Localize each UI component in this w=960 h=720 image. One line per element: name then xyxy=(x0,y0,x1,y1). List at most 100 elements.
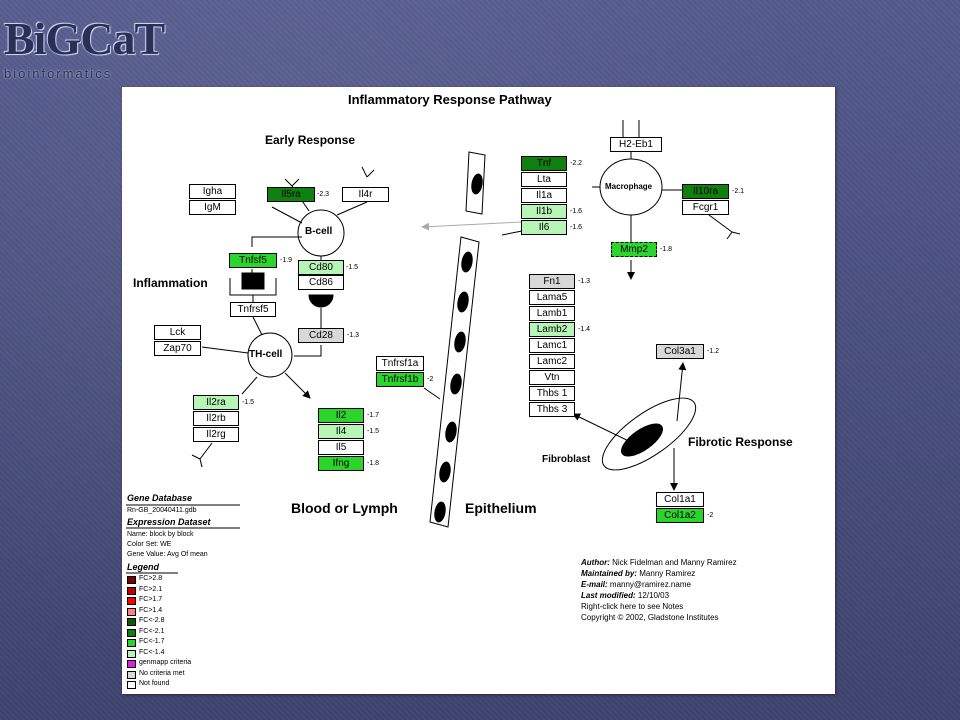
legend-swatch xyxy=(127,618,136,626)
legend-label: FC>2.1 xyxy=(139,585,163,593)
gene-il2ra[interactable]: Il2ra xyxy=(193,395,239,410)
gene-thbs1[interactable]: Thbs 1 xyxy=(529,386,575,401)
legend-label: Not found xyxy=(139,680,170,687)
legend-swatch xyxy=(127,586,136,595)
gene-zap70[interactable]: Zap70 xyxy=(154,341,201,356)
gene-value: Gene Value: Avg Of mean xyxy=(127,551,208,558)
legend-swatch xyxy=(127,628,136,637)
gene-h2eb1[interactable]: H2-Eb1 xyxy=(610,137,662,152)
gene-fn1[interactable]: Fn1 xyxy=(529,274,575,289)
legend-swatch xyxy=(127,681,136,689)
gene-mmp2[interactable]: Mmp2 xyxy=(611,242,657,257)
gene-col1a2[interactable]: Col1a2 xyxy=(656,508,704,523)
gene-tnf[interactable]: Tnf xyxy=(521,156,567,171)
email-label: E-mail: xyxy=(581,580,608,589)
gene-il1a[interactable]: Il1a xyxy=(521,188,567,203)
gene-lama5[interactable]: Lama5 xyxy=(529,290,575,305)
gene-lamc1[interactable]: Lamc1 xyxy=(529,338,575,353)
legend-label: FC<-2.8 xyxy=(139,617,165,624)
gene-db-value: Rn-GB_20040411.gdb xyxy=(127,507,197,514)
gene-thbs3[interactable]: Thbs 3 xyxy=(529,402,575,417)
gene-il1b[interactable]: Il1b xyxy=(521,204,567,219)
gene-cd80[interactable]: Cd80 xyxy=(298,260,344,275)
gene-lta[interactable]: Lta xyxy=(521,172,567,187)
gene-il6[interactable]: Il6 xyxy=(521,220,567,235)
gene-il4[interactable]: Il4 xyxy=(318,424,364,439)
gene-tnfrsf5[interactable]: Tnfrsf5 xyxy=(230,302,276,317)
modified-label: Last modified: xyxy=(581,591,636,600)
logo-subtitle: bioinformatics xyxy=(4,66,113,81)
modified-line: Last modified: 12/10/03 xyxy=(581,590,669,601)
gene-cd28[interactable]: Cd28 xyxy=(298,328,344,343)
pathway-panel: Inflammatory Response Pathway Early Resp… xyxy=(122,87,835,694)
gene-il2[interactable]: Il2 xyxy=(318,408,364,423)
email-value: manny@ramirez.name xyxy=(609,580,691,589)
gene-lamb2[interactable]: Lamb2 xyxy=(529,322,575,337)
gene-il5[interactable]: Il5 xyxy=(318,440,364,455)
gene-il10ra[interactable]: Il10ra xyxy=(682,184,729,199)
gene-vtn[interactable]: Vtn xyxy=(529,370,575,385)
value-col3a1: -1.2 xyxy=(707,348,720,355)
legend-swatch xyxy=(127,660,136,668)
legend-label: FC>1.4 xyxy=(139,606,163,614)
gene-tnfsf5[interactable]: Tnfsf5 xyxy=(229,253,277,268)
gene-ifng[interactable]: Ifng xyxy=(318,456,364,471)
value-il1b: -1.6 xyxy=(570,208,583,215)
bigcat-logo: BiGCaT bioinformatics xyxy=(0,0,165,82)
value-il5ra: -2.3 xyxy=(317,191,330,198)
gene-igm[interactable]: IgM xyxy=(189,200,236,215)
fibrotic-response-label: Fibrotic Response xyxy=(688,435,793,449)
author-label: Author: xyxy=(581,558,610,567)
gene-col3a1[interactable]: Col3a1 xyxy=(656,344,704,359)
gene-tnfrsf1a[interactable]: Tnfrsf1a xyxy=(376,356,424,371)
th-cell-shape xyxy=(247,332,293,378)
legend-swatch xyxy=(127,639,136,647)
legend-swatch xyxy=(127,576,136,584)
gene-igha[interactable]: Igha xyxy=(189,184,236,199)
legend-label: FC<-2.1 xyxy=(139,627,165,635)
gene-lck[interactable]: Lck xyxy=(154,325,201,340)
b-cell-label: B-cell xyxy=(305,226,333,237)
macrophage-label: Macrophage xyxy=(605,182,653,191)
gene-cd86[interactable]: Cd86 xyxy=(298,275,344,290)
modified-value: 12/10/03 xyxy=(637,591,670,600)
gene-col1a1[interactable]: Col1a1 xyxy=(656,492,704,507)
expression-name: Name: block by block xyxy=(127,531,194,538)
notes-link[interactable]: Right-click here to see Notes xyxy=(581,602,684,611)
legend-label: genmapp criteria xyxy=(139,659,192,666)
value-cd28: -1.3 xyxy=(347,332,360,339)
legend-swatch xyxy=(127,607,136,616)
gene-lamb1[interactable]: Lamb1 xyxy=(529,306,575,321)
fibroblast-nucleus xyxy=(621,423,663,457)
legend-swatch xyxy=(127,597,136,605)
color-set: Color Set: WE xyxy=(127,541,172,548)
email-line: E-mail: manny@ramirez.name xyxy=(581,579,691,590)
value-fn1: -1.3 xyxy=(578,278,591,285)
value-ifng: -1.8 xyxy=(367,460,380,467)
gene-il2rb[interactable]: Il2rb xyxy=(193,411,239,426)
gene-tnfrsf1b[interactable]: Tnfrsf1b xyxy=(376,372,424,387)
gene-il4r[interactable]: Il4r xyxy=(342,187,389,202)
value-tnfrsf1b: -2 xyxy=(427,376,434,383)
pathway-title: Inflammatory Response Pathway xyxy=(348,92,552,107)
value-il2: -1.7 xyxy=(367,412,380,419)
gene-lamc2[interactable]: Lamc2 xyxy=(529,354,575,369)
gene-fcgr1[interactable]: Fcgr1 xyxy=(682,200,729,215)
gene-il5ra[interactable]: Il5ra xyxy=(267,187,315,202)
legend-label: FC>1.7 xyxy=(139,596,163,603)
gene-db-heading: Gene Database xyxy=(127,493,193,503)
legend-label: No criteria met xyxy=(139,669,185,677)
maintained-label: Maintained by: xyxy=(581,569,638,578)
legend-label: FC<-1.4 xyxy=(139,648,165,656)
th-cell-label: TH-cell xyxy=(249,349,283,360)
author-value: Nick Fidelman and Manny Ramirez xyxy=(612,558,737,567)
value-mmp2: -1.8 xyxy=(660,246,673,253)
legend-label: FC>2.8 xyxy=(139,575,163,582)
value-col1a2: -2 xyxy=(707,512,714,519)
gene-il2rg[interactable]: Il2rg xyxy=(193,427,239,442)
legend-swatch xyxy=(127,649,136,658)
early-response-label: Early Response xyxy=(265,133,356,147)
value-cd80: -1.5 xyxy=(346,264,359,271)
copyright: Copyright © 2002, Gladstone Institutes xyxy=(581,613,719,622)
value-il10ra: -2.1 xyxy=(732,188,745,195)
